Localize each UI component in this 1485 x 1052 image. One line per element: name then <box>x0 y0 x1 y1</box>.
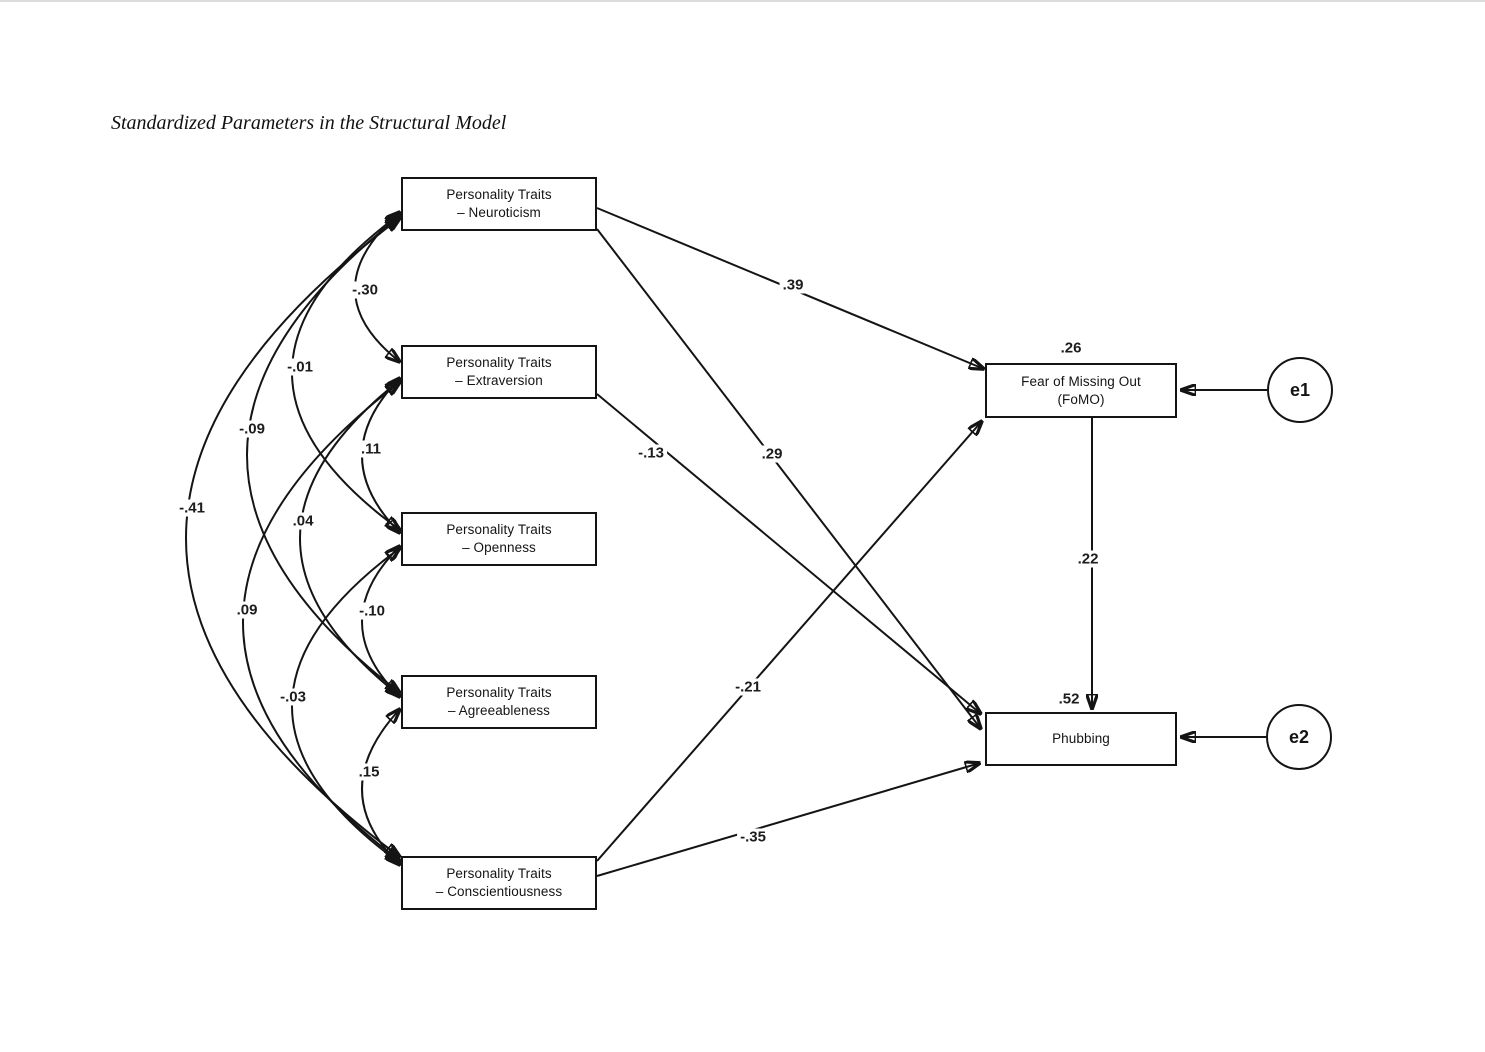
coef-conscientiousness-fomo: -.21 <box>732 678 764 696</box>
cov-openness-agreeableness <box>361 546 400 697</box>
path-conscientiousness-to-fomo <box>596 421 982 862</box>
r2-phubbing: .52 <box>1055 690 1083 708</box>
box-extraversion-line1: Personality Traits <box>446 355 552 370</box>
cov-label-n-o: -.01 <box>284 358 316 376</box>
cov-neuroticism-agreeableness <box>246 216 400 693</box>
top-divider <box>0 0 1485 2</box>
error-circle-e1: e1 <box>1267 357 1333 423</box>
cov-label-n-e: -.30 <box>349 281 381 299</box>
coef-neuroticism-phubbing: .29 <box>758 445 786 463</box>
box-openness: Personality Traits – Openness <box>401 512 597 566</box>
box-neuroticism-line1: Personality Traits <box>446 187 552 202</box>
box-fomo-line1: Fear of Missing Out <box>1021 373 1141 389</box>
cov-label-o-c: -.03 <box>277 688 309 706</box>
box-conscientiousness-line2: – Conscientiousness <box>435 884 563 899</box>
box-extraversion: Personality Traits – Extraversion <box>401 345 597 399</box>
path-neuroticism-to-phubbing <box>596 228 981 729</box>
box-fomo: Fear of Missing Out (FoMO) <box>985 363 1177 418</box>
box-phubbing: Phubbing <box>985 712 1177 766</box>
box-phubbing-line1: Phubbing <box>1052 731 1110 746</box>
e2-label: e2 <box>1288 726 1310 747</box>
coef-extraversion-phubbing: -.13 <box>635 444 667 462</box>
cov-label-n-c: -.41 <box>176 499 208 517</box>
cov-label-n-a: -.09 <box>236 420 268 438</box>
cov-label-e-c: .09 <box>233 601 261 619</box>
cov-extraversion-conscientiousness <box>242 382 400 861</box>
coef-conscientiousness-phubbing: -.35 <box>737 828 769 846</box>
r2-fomo: .26 <box>1057 339 1085 357</box>
path-extraversion-to-phubbing <box>596 393 981 714</box>
box-conscientiousness: Personality Traits – Conscientiousness <box>401 856 597 910</box>
cov-neuroticism-conscientiousness <box>185 218 400 857</box>
box-neuroticism: Personality Traits – Neuroticism <box>401 177 597 231</box>
box-openness-line1: Personality Traits <box>446 522 552 537</box>
coef-fomo-phubbing: .22 <box>1074 550 1102 568</box>
e1-label: e1 <box>1289 379 1311 400</box>
box-openness-line2: – Openness <box>462 540 536 555</box>
path-conscientiousness-to-phubbing <box>596 763 980 877</box>
cov-label-e-o: .11 <box>357 440 385 458</box>
box-extraversion-line2: – Extraversion <box>455 373 543 388</box>
cov-label-e-a: .04 <box>289 512 317 530</box>
error-circle-e2: e2 <box>1266 704 1332 770</box>
box-agreeableness-line1: Personality Traits <box>446 685 552 700</box>
box-neuroticism-line2: – Neuroticism <box>457 205 541 220</box>
box-conscientiousness-line1: Personality Traits <box>446 866 552 881</box>
cov-extraversion-agreeableness <box>299 380 400 696</box>
cov-openness-conscientiousness <box>291 548 400 863</box>
box-agreeableness-line2: – Agreeableness <box>447 703 551 718</box>
cov-agreeableness-conscientiousness <box>361 709 400 865</box>
figure-title: Standardized Parameters in the Structura… <box>111 112 507 134</box>
cov-label-a-c: .15 <box>355 763 383 781</box>
coef-neuroticism-fomo: .39 <box>779 276 807 294</box>
box-fomo-line2: (FoMO) <box>1057 391 1105 407</box>
cov-label-o-a: -.10 <box>356 602 388 620</box>
box-agreeableness: Personality Traits – Agreeableness <box>401 675 597 729</box>
